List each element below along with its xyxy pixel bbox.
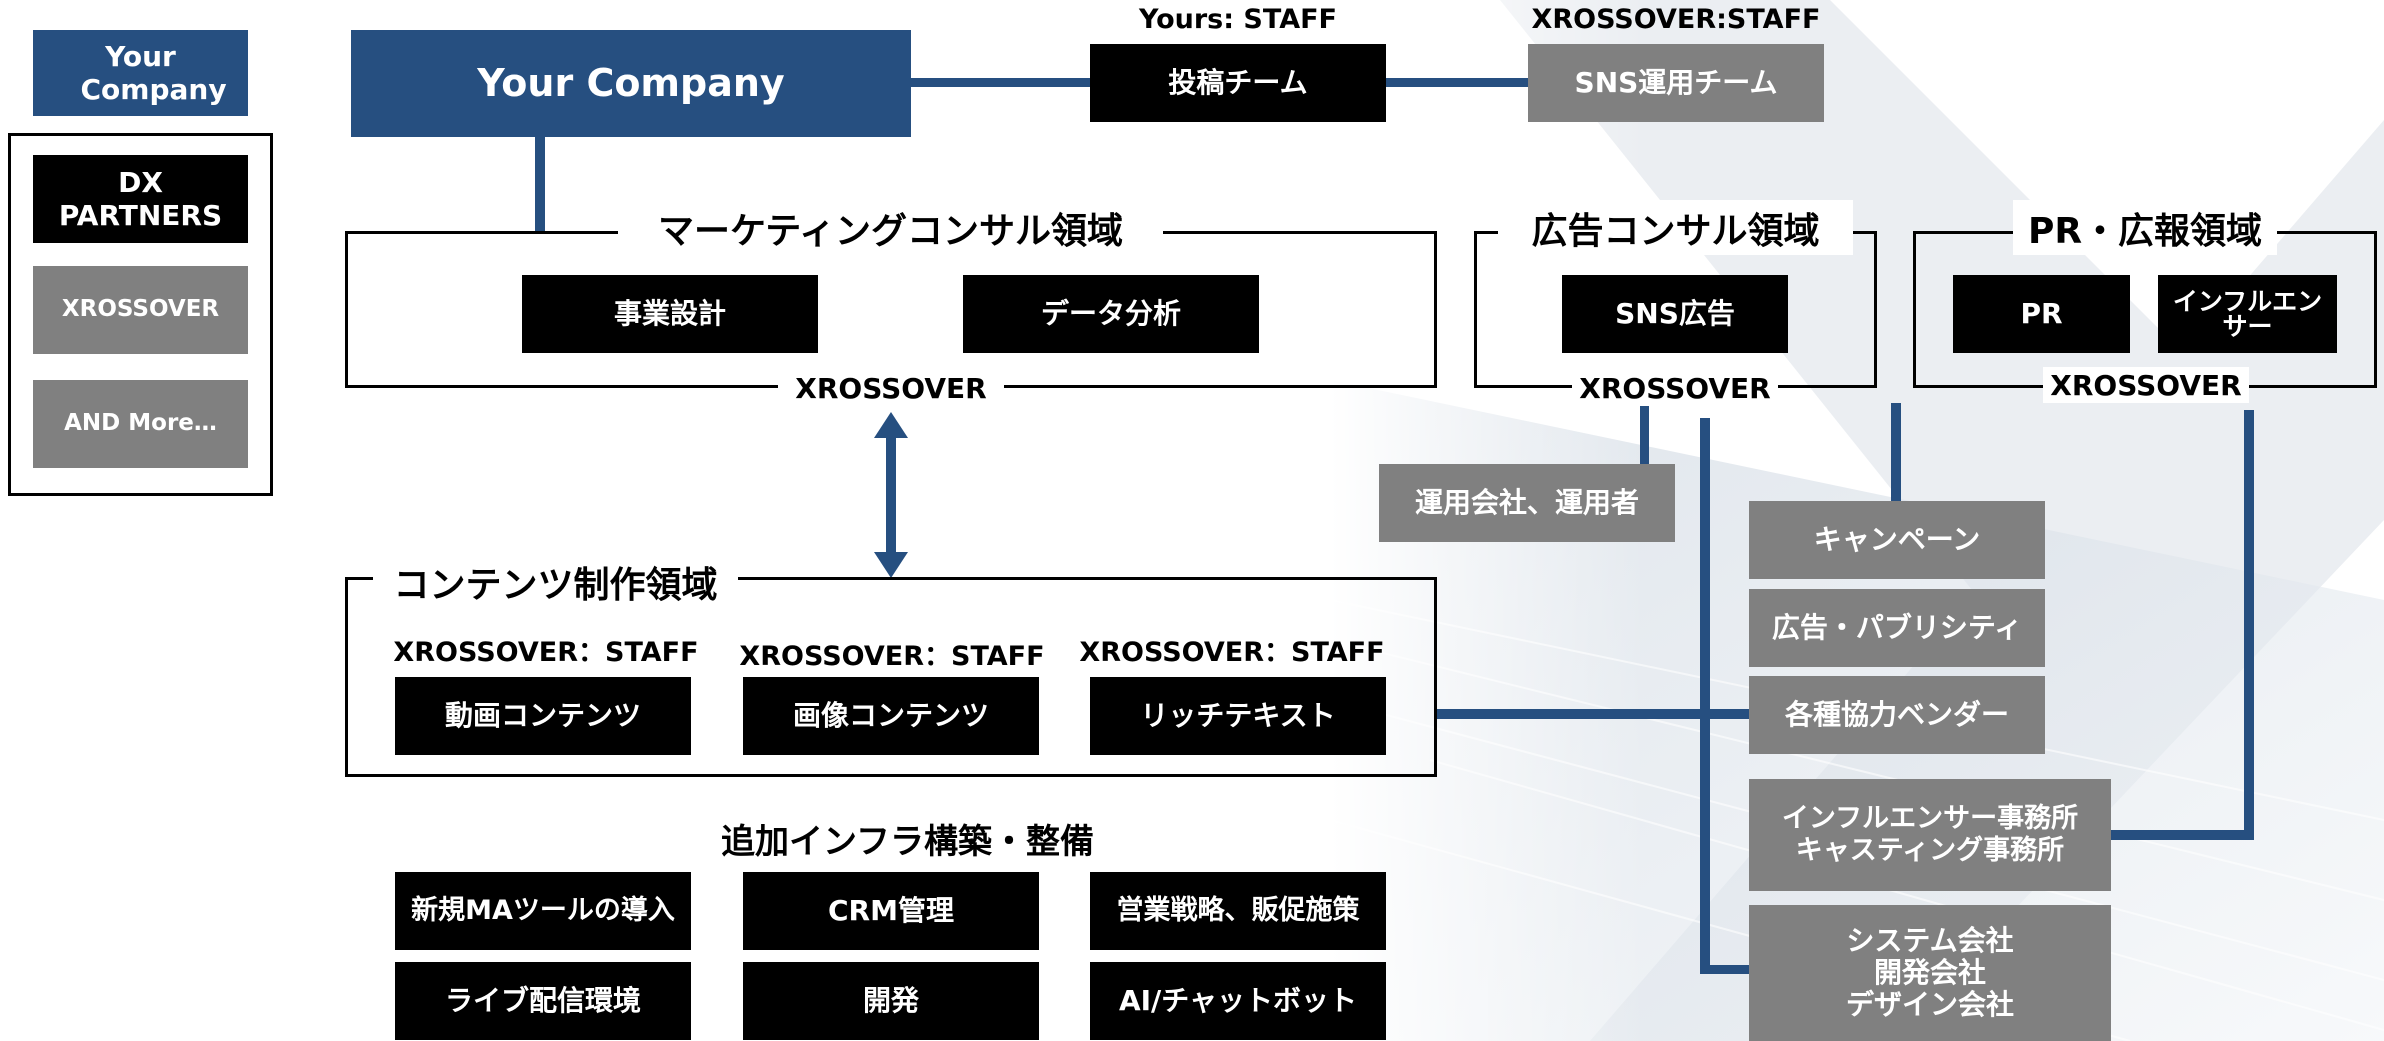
infra-item-ma-tool: 新規MAツールの導入 (395, 872, 691, 950)
marketing-footer: XROSSOVER (778, 370, 1004, 406)
pr-item-label: インフルエンサー (2172, 287, 2323, 341)
legend-dx-partners-label: DX PARTNERS (58, 165, 223, 232)
xrossover-staff-label: XROSSOVER:STAFF (1531, 4, 1821, 35)
marketing-item-data-analysis: データ分析 (963, 275, 1259, 353)
connector-ad-to-operator (1640, 406, 1649, 464)
connector-pr-to-agency (2110, 830, 2254, 840)
vendor-publicity-label: 広告・パブリシティ (1771, 611, 2023, 645)
vendor-operator-label: 運用会社、運用者 (1414, 486, 1639, 520)
legend-company-label: Your Company (80, 39, 227, 106)
infra-item-ai-chatbot: AI/チャットボット (1090, 962, 1386, 1040)
connector-content-right (1437, 709, 1749, 719)
vendor-agency: インフルエンサー事務所 キャスティング事務所 (1749, 779, 2111, 891)
vendor-agency-label: インフルエンサー事務所 キャスティング事務所 (1781, 803, 2079, 866)
legend-panel (8, 133, 273, 496)
content-item-image: 画像コンテンツ (743, 677, 1039, 755)
content-frame (345, 577, 1437, 777)
company-box: Your Company (351, 30, 911, 137)
pr-item-influencer: インフルエンサー (2158, 275, 2337, 353)
marketing-item-label: 事業設計 (613, 297, 726, 331)
legend-xrossover: XROSSOVER (33, 266, 248, 354)
yours-staff-label: Yours: STAFF (1139, 4, 1337, 35)
infra-item-label: AI/チャットボット (1118, 984, 1358, 1018)
content-staff-label: XROSSOVER：STAFF (739, 641, 1045, 672)
posting-team-box: 投稿チーム (1090, 44, 1386, 122)
legend-and-more-label: AND More… (64, 410, 217, 437)
ad-item-sns-ad: SNS広告 (1562, 275, 1788, 353)
marketing-item-business-design: 事業設計 (522, 275, 818, 353)
content-item-label: 動画コンテンツ (444, 699, 641, 733)
connector-ad-down-long (1700, 418, 1710, 974)
content-item-rich-text: リッチテキスト (1090, 677, 1386, 755)
connector-pr-to-campaign (1891, 403, 1901, 503)
vendor-system: システム会社 開発会社 デザイン会社 (1749, 905, 2111, 1041)
connector-to-system (1700, 965, 1749, 974)
vendor-campaign-label: キャンペーン (1813, 523, 1981, 557)
infra-item-sales-strategy: 営業戦略、販促施策 (1090, 872, 1386, 950)
infra-item-label: CRM管理 (828, 894, 954, 928)
legend-xrossover-label: XROSSOVER (61, 296, 220, 323)
content-item-video: 動画コンテンツ (395, 677, 691, 755)
legend-company: Your Company (33, 30, 248, 116)
vendor-publicity: 広告・パブリシティ (1749, 589, 2045, 667)
posting-team-label: 投稿チーム (1168, 66, 1308, 100)
infra-item-live-streaming: ライブ配信環境 (395, 962, 691, 1040)
vendor-cooperating: 各種協力ベンダー (1749, 676, 2045, 754)
legend-dx-partners: DX PARTNERS (33, 155, 248, 243)
vendor-cooperating-label: 各種協力ベンダー (1784, 698, 2009, 732)
connector-company-down (535, 135, 545, 232)
connector-pr-down (2244, 410, 2254, 840)
sns-team-label: SNS運用チーム (1574, 66, 1778, 100)
pr-item-label: PR (2020, 297, 2063, 331)
pr-title: PR・広報領域 (2013, 200, 2277, 255)
content-item-label: 画像コンテンツ (792, 699, 989, 733)
marketing-item-label: データ分析 (1040, 297, 1181, 331)
legend-and-more: AND More… (33, 380, 248, 468)
marketing-title: マーケティングコンサル領域 (618, 200, 1163, 255)
infra-item-label: 開発 (862, 984, 919, 1018)
infra-title: 追加インフラ構築・整備 (721, 822, 1094, 862)
vendor-system-label: システム会社 開発会社 デザイン会社 (1845, 923, 2014, 1022)
ad-item-label: SNS広告 (1615, 297, 1735, 331)
connector-company-to-posting (910, 78, 1090, 87)
content-item-label: リッチテキスト (1140, 699, 1336, 733)
double-arrow-icon (874, 412, 908, 578)
ad-footer: XROSSOVER (1572, 370, 1778, 406)
infra-item-crm: CRM管理 (743, 872, 1039, 950)
infra-item-label: 営業戦略、販促施策 (1116, 895, 1360, 927)
sns-team-box: SNS運用チーム (1528, 44, 1824, 122)
company-box-label: Your Company (477, 61, 785, 106)
content-title: コンテンツ制作領域 (373, 555, 738, 609)
content-staff-label: XROSSOVER：STAFF (393, 637, 699, 668)
ad-title: 広告コンサル領域 (1498, 200, 1853, 255)
infra-item-label: 新規MAツールの導入 (411, 895, 675, 927)
content-staff-label: XROSSOVER：STAFF (1079, 637, 1385, 668)
vendor-operator: 運用会社、運用者 (1379, 464, 1675, 542)
vendor-campaign: キャンペーン (1749, 501, 2045, 579)
infra-item-label: ライブ配信環境 (444, 984, 641, 1018)
pr-item-pr: PR (1953, 275, 2130, 353)
pr-footer: XROSSOVER (2043, 367, 2249, 403)
connector-posting-to-sns (1386, 78, 1528, 87)
infra-item-development: 開発 (743, 962, 1039, 1040)
